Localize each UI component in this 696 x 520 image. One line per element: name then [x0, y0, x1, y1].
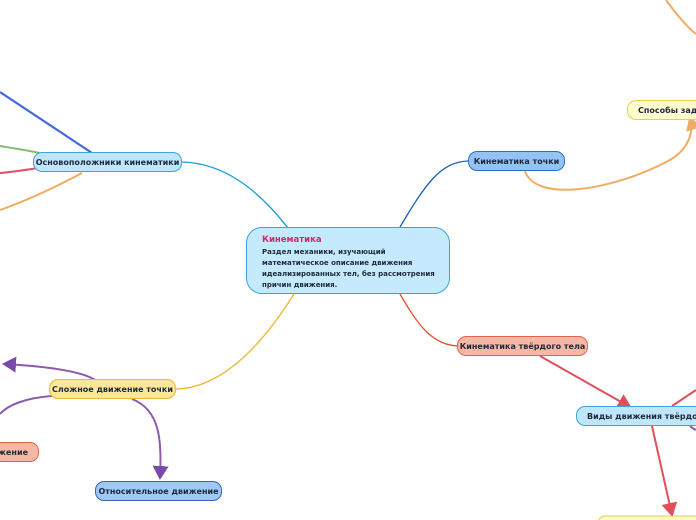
- node-relative-motion[interactable]: Относительное движение: [95, 481, 222, 501]
- edge-rigid-motion-types: [539, 355, 632, 409]
- node-methods[interactable]: Способы задан: [627, 100, 696, 120]
- edge-complex-relative: [131, 398, 169, 480]
- central-description: Раздел механики, изучающий математическо…: [262, 248, 435, 289]
- edge-founder-red: [0, 167, 39, 174]
- edge-complex-left-arrow: [2, 356, 96, 381]
- node-complex-motion-label: Сложное движение точки: [52, 384, 173, 394]
- node-relative-motion-label: Относительное движение: [98, 486, 219, 496]
- central-title: Кинематика: [262, 235, 322, 245]
- node-rigid-motion-types-label: Виды движения твёрдого т: [587, 411, 696, 421]
- node-founders[interactable]: Основоположники кинематики: [33, 152, 182, 172]
- edge-complex-transport: [0, 395, 53, 415]
- node-complex-motion[interactable]: Сложное движение точки: [49, 379, 176, 399]
- central-topic[interactable]: Кинематика Раздел механики, изучающий ма…: [246, 227, 450, 294]
- edge-methods-up: [665, 0, 696, 35]
- node-transport-motion[interactable]: ижение: [0, 442, 39, 462]
- edge-motion-types-upright: [671, 389, 696, 407]
- edge-central-rigid-body: [399, 293, 459, 347]
- node-offscreen-yellow: [598, 515, 696, 520]
- edge-motion-types-right: [689, 425, 696, 431]
- edge-founder-blue: [0, 91, 93, 154]
- node-rigid-body-label: Кинематика твёрдого тела: [459, 341, 586, 351]
- node-point-kinematics-label: Кинематика точки: [473, 156, 560, 166]
- node-methods-label: Способы задан: [638, 105, 696, 115]
- node-rigid-motion-types[interactable]: Виды движения твёрдого т: [576, 406, 696, 426]
- edge-central-founders: [181, 161, 289, 229]
- node-point-kinematics[interactable]: Кинематика точки: [468, 151, 565, 171]
- edge-founder-orange: [0, 172, 83, 211]
- edge-motion-types-down: [651, 425, 678, 517]
- node-rigid-body[interactable]: Кинематика твёрдого тела: [457, 336, 588, 356]
- node-founders-label: Основоположники кинематики: [35, 157, 180, 167]
- edge-central-point-kinematics: [399, 160, 469, 228]
- edge-central-complex-motion: [175, 293, 295, 390]
- edge-founder-green: [0, 145, 41, 154]
- edge-point-methods: [524, 116, 696, 191]
- node-transport-motion-label: ижение: [0, 447, 28, 457]
